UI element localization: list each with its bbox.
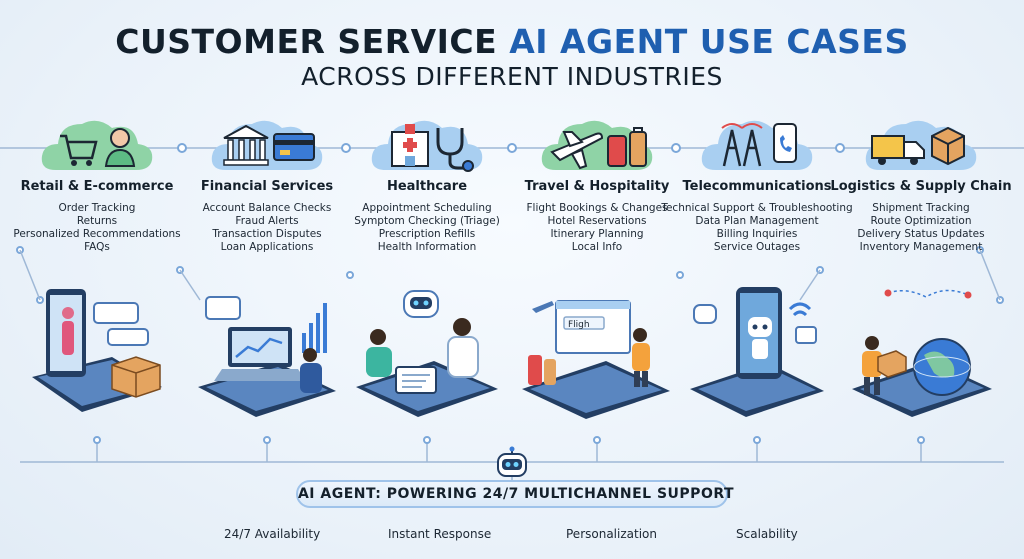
use-case-item: Itinerary Planning	[550, 228, 644, 240]
use-case-item: Local Info	[571, 241, 623, 253]
credit-card-icon	[273, 133, 315, 161]
connector-node	[263, 436, 271, 444]
connector-node	[177, 143, 187, 153]
financial-cloud-badge	[211, 120, 323, 170]
feature-availability: 24/7 Availability	[224, 527, 321, 541]
use-case-item: FAQs	[84, 241, 110, 253]
use-case-item: Order Tracking	[58, 202, 136, 214]
use-case-item: Billing Inquiries	[716, 228, 798, 240]
feature-scalability: Scalability	[736, 527, 798, 541]
package-box-icon	[111, 356, 161, 398]
retail-cloud-badge	[41, 120, 153, 170]
use-case-item: Loan Applications	[220, 241, 314, 253]
connector-line	[179, 269, 201, 301]
use-case-list: Order Tracking Returns Personalized Reco…	[0, 202, 194, 254]
use-case-item: Hotel Reservations	[547, 215, 647, 227]
healthcare-cloud-badge	[371, 120, 483, 172]
connector-node	[917, 436, 925, 444]
phone-icon	[773, 123, 797, 163]
use-case-item: Inventory Management	[859, 241, 983, 253]
use-case-item: Personalized Recommendations	[13, 228, 181, 240]
feature-instant-response: Instant Response	[388, 527, 492, 541]
connector-line	[19, 249, 41, 301]
use-case-item: Health Information	[377, 241, 477, 253]
use-case-item: Returns	[76, 215, 118, 227]
use-case-item: Data Plan Management	[695, 215, 819, 227]
use-case-item: Appointment Scheduling	[362, 202, 492, 214]
robot-assistant-icon	[403, 290, 439, 318]
use-case-item: Route Optimization	[870, 215, 972, 227]
retail-scene-illustration	[32, 289, 162, 412]
use-case-item: Shipment Tracking	[872, 202, 970, 214]
connector-node	[835, 143, 845, 153]
connector-node	[346, 271, 354, 279]
page-subtitle: ACROSS DIFFERENT INDUSTRIES	[301, 62, 723, 91]
use-case-list: Appointment Scheduling Symptom Checking …	[330, 202, 524, 254]
connector-node	[671, 143, 681, 153]
banner-label: AI AGENT: POWERING 24/7 MULTICHANNEL SUP…	[297, 486, 735, 502]
use-case-item: Fraud Alerts	[235, 215, 299, 227]
industry-title: Healthcare	[386, 179, 468, 194]
industry-title: Travel & Hospitality	[524, 179, 670, 194]
bank-icon	[223, 124, 269, 166]
ai-agent-banner: AI AGENT: POWERING 24/7 MULTICHANNEL SUP…	[296, 480, 734, 508]
cell-tower-icon	[721, 123, 763, 167]
use-case-item: Symptom Checking (Triage)	[354, 215, 500, 227]
robot-icon	[497, 446, 527, 477]
use-case-item: Technical Support & Troubleshooting	[661, 202, 853, 214]
financial-scene-illustration	[198, 296, 336, 417]
use-case-list: Technical Support & Troubleshooting Data…	[660, 202, 854, 254]
use-case-item: Service Outages	[713, 241, 801, 253]
connector-line	[979, 249, 1001, 301]
industry-title: Financial Services	[200, 179, 334, 194]
travel-scene-illustration: Fligh	[522, 300, 670, 419]
connector-node	[93, 436, 101, 444]
shopping-cart-icon	[60, 134, 98, 166]
industry-title: Telecommunications	[682, 179, 832, 194]
airplane-icon	[550, 131, 604, 170]
stethoscope-icon	[436, 128, 474, 172]
connector-node	[507, 143, 517, 153]
globe-icon	[913, 338, 971, 396]
connector-node	[341, 143, 351, 153]
use-case-list: Flight Bookings & Changes Hotel Reservat…	[500, 202, 694, 254]
logistics-scene-illustration	[852, 289, 992, 417]
robot-support-icon	[748, 317, 772, 359]
telecom-cloud-badge	[701, 120, 813, 170]
connector-node	[593, 436, 601, 444]
healthcare-scene-illustration	[356, 290, 498, 417]
use-case-item: Flight Bookings & Changes	[526, 202, 668, 214]
logistics-cloud-badge	[865, 120, 977, 170]
connector-node	[423, 436, 431, 444]
industry-title: Retail & E-commerce	[20, 179, 174, 194]
use-case-list: Account Balance Checks Fraud Alerts Tran…	[170, 202, 364, 254]
industry-title: Logistics & Supply Chain	[830, 179, 1012, 194]
use-case-item: Delivery Status Updates	[857, 228, 985, 240]
travel-cloud-badge	[541, 120, 653, 170]
use-case-list: Shipment Tracking Route Optimization Del…	[824, 202, 1018, 254]
package-icon	[931, 126, 965, 166]
title-highlight: AI AGENT USE CASES	[509, 22, 909, 61]
connector-node	[676, 271, 684, 279]
luggage-icon	[607, 127, 647, 167]
truck-icon	[871, 135, 925, 165]
telecom-scene-illustration	[690, 287, 824, 417]
person-icon	[104, 128, 136, 167]
hospital-icon	[391, 124, 429, 167]
use-case-item: Prescription Refills	[378, 228, 476, 240]
page-title: CUSTOMER SERVICE AI AGENT USE CASES	[115, 22, 909, 61]
search-box-text: Fligh	[568, 320, 590, 330]
use-case-item: Account Balance Checks	[202, 202, 332, 214]
connector-line	[799, 269, 821, 301]
feature-personalization: Personalization	[566, 527, 657, 541]
connector-node	[753, 436, 761, 444]
use-case-item: Transaction Disputes	[212, 228, 322, 240]
